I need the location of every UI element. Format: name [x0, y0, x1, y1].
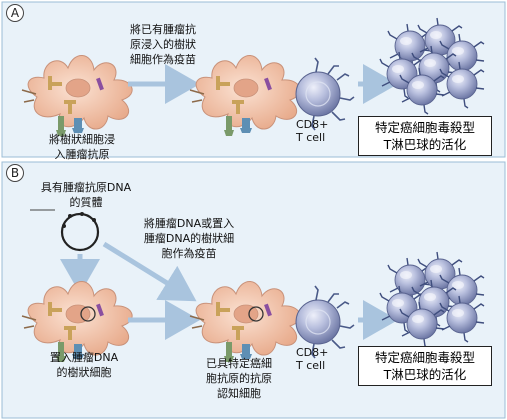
panel-b-step1-caption: 置入腫瘤DNA 的樹狀細胞 — [49, 351, 119, 379]
panel-b-plasmid-caption: 具有腫瘤抗原DNA 的質體 — [40, 181, 132, 209]
panel-a-step1-caption: 將樹狀細胞浸 入腫瘤抗原 — [49, 133, 115, 161]
flow-arrow — [102, 241, 197, 302]
panel-a-arrow-caption: 將已有腫瘤抗 原浸入的樹狀 細胞作為疫苗 — [130, 23, 196, 66]
plasmid-icon — [248, 306, 264, 322]
panel-b-tcell-label: CD8+ T cell — [296, 346, 329, 372]
plasmid-icon — [60, 212, 100, 252]
panel-a-tcell-label: CD8+ T cell — [296, 118, 329, 144]
panel-b-letter: B — [6, 164, 24, 182]
panel-a-letter: A — [6, 4, 24, 22]
panel-a-outcome-box: 特定癌細胞毒殺型 T淋巴球的活化 — [358, 116, 492, 156]
panel-b-arrow-caption: 將腫瘤DNA或置入 腫瘤DNA的樹狀細 胞作為疫苗 — [143, 217, 235, 260]
plasmid-icon — [80, 306, 96, 322]
panel-b-outcome-box: 特定癌細胞毒殺型 T淋巴球的活化 — [358, 346, 492, 386]
panel-b-step2-caption: 已具特定癌細 胞抗原的抗原 認知細胞 — [206, 357, 272, 400]
